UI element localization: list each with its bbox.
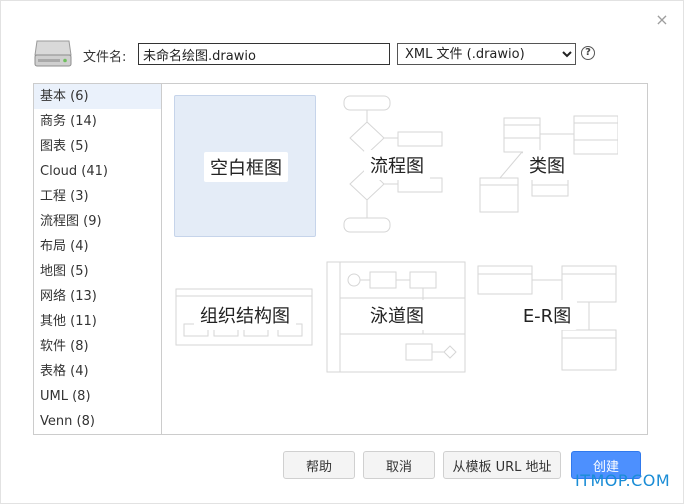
template-er-diagram[interactable]: E-R图 bbox=[476, 244, 618, 386]
category-item-uml[interactable]: UML (8) bbox=[40, 389, 91, 404]
help-icon[interactable]: ? bbox=[581, 46, 595, 60]
close-icon[interactable]: × bbox=[655, 10, 669, 29]
format-select[interactable]: XML 文件 (.drawio) bbox=[397, 43, 576, 65]
drive-icon bbox=[34, 40, 72, 67]
category-item-maps[interactable]: 地图 (5) bbox=[40, 264, 89, 279]
watermark-text: ITMOP.COM bbox=[575, 471, 671, 490]
template-swimlane[interactable]: 泳道图 bbox=[326, 244, 468, 386]
category-item-tables[interactable]: 表格 (4) bbox=[40, 364, 89, 379]
org-chart-preview bbox=[175, 288, 313, 346]
category-item-other[interactable]: 其他 (11) bbox=[40, 314, 97, 329]
category-item-engineering[interactable]: 工程 (3) bbox=[40, 189, 89, 204]
er-diagram-preview bbox=[477, 265, 617, 371]
category-item-cloud[interactable]: Cloud (41) bbox=[40, 164, 108, 179]
template-panel: 空白框图 流程图 bbox=[161, 83, 648, 435]
filename-input[interactable] bbox=[138, 43, 390, 65]
dialog-footer: 帮助 取消 从模板 URL 地址 创建 bbox=[1, 447, 684, 487]
category-item-software[interactable]: 软件 (8) bbox=[40, 339, 89, 354]
template-label-blank: 空白框图 bbox=[204, 152, 288, 182]
category-item-layout[interactable]: 布局 (4) bbox=[40, 239, 89, 254]
template-blank-diagram[interactable]: 空白框图 bbox=[174, 95, 316, 237]
template-org-chart[interactable]: 组织结构图 bbox=[174, 244, 316, 386]
cancel-button[interactable]: 取消 bbox=[363, 451, 435, 479]
file-header: 文件名: XML 文件 (.drawio) ? bbox=[33, 37, 653, 71]
filename-label: 文件名: bbox=[83, 50, 127, 65]
category-item-business[interactable]: 商务 (14) bbox=[40, 114, 97, 129]
template-flowchart[interactable]: 流程图 bbox=[326, 94, 468, 236]
swimlane-preview bbox=[326, 261, 466, 373]
create-button[interactable]: 创建 bbox=[571, 451, 641, 479]
category-item-charts[interactable]: 图表 (5) bbox=[40, 139, 89, 154]
category-item-basic[interactable]: 基本 (6) bbox=[34, 84, 161, 109]
template-class-diagram[interactable]: 类图 bbox=[476, 94, 618, 236]
category-item-flowchart[interactable]: 流程图 (9) bbox=[40, 214, 102, 229]
help-button[interactable]: 帮助 bbox=[283, 451, 355, 479]
category-item-venn[interactable]: Venn (8) bbox=[40, 414, 95, 429]
category-list: 基本 (6) 商务 (14) 图表 (5) Cloud (41) 工程 (3) … bbox=[33, 83, 161, 435]
template-from-url-button[interactable]: 从模板 URL 地址 bbox=[443, 451, 561, 479]
category-item-network[interactable]: 网络 (13) bbox=[40, 289, 97, 304]
flowchart-preview bbox=[343, 95, 443, 233]
class-diagram-preview bbox=[479, 115, 618, 213]
